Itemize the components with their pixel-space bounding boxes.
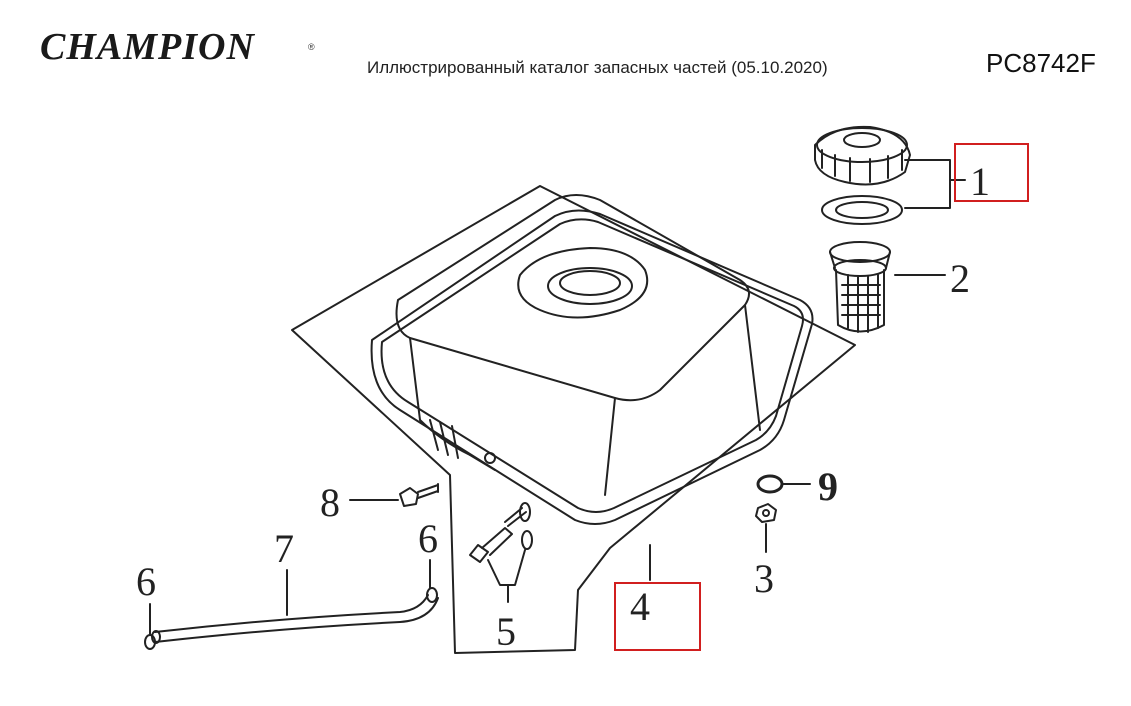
callout-8: 8 xyxy=(320,480,340,525)
callout-9: 9 xyxy=(818,464,838,509)
fuel-hose-7 xyxy=(151,594,439,644)
model-number: PC8742F xyxy=(986,48,1096,78)
callout-1: 1 xyxy=(970,159,990,204)
highlight-box-1 xyxy=(954,143,1029,202)
assembly-frame xyxy=(291,185,856,654)
callout-5: 5 xyxy=(496,609,516,654)
fuel-valve-5 xyxy=(469,502,533,563)
fuel-strainer xyxy=(829,241,891,333)
callout-3: 3 xyxy=(754,556,774,601)
hose-clip-right xyxy=(426,587,438,603)
highlight-box-4 xyxy=(614,582,701,651)
champion-logo: CHAMPION xyxy=(40,26,255,68)
callout-7: 7 xyxy=(274,526,294,571)
registered-mark: ® xyxy=(308,42,315,52)
callout-4: 4 xyxy=(630,584,650,629)
fuel-tank xyxy=(370,194,814,525)
cap-gasket xyxy=(821,195,903,225)
fuel-cap xyxy=(814,125,911,186)
catalog-title: Иллюстрированный каталог запасных частей… xyxy=(367,58,828,77)
nut-3 xyxy=(755,503,777,523)
washer-9 xyxy=(756,474,784,494)
callout-6-left: 6 xyxy=(136,559,156,604)
callout-2: 2 xyxy=(950,256,970,301)
callout-6-right: 6 xyxy=(418,516,438,561)
bolt-8 xyxy=(399,483,439,507)
